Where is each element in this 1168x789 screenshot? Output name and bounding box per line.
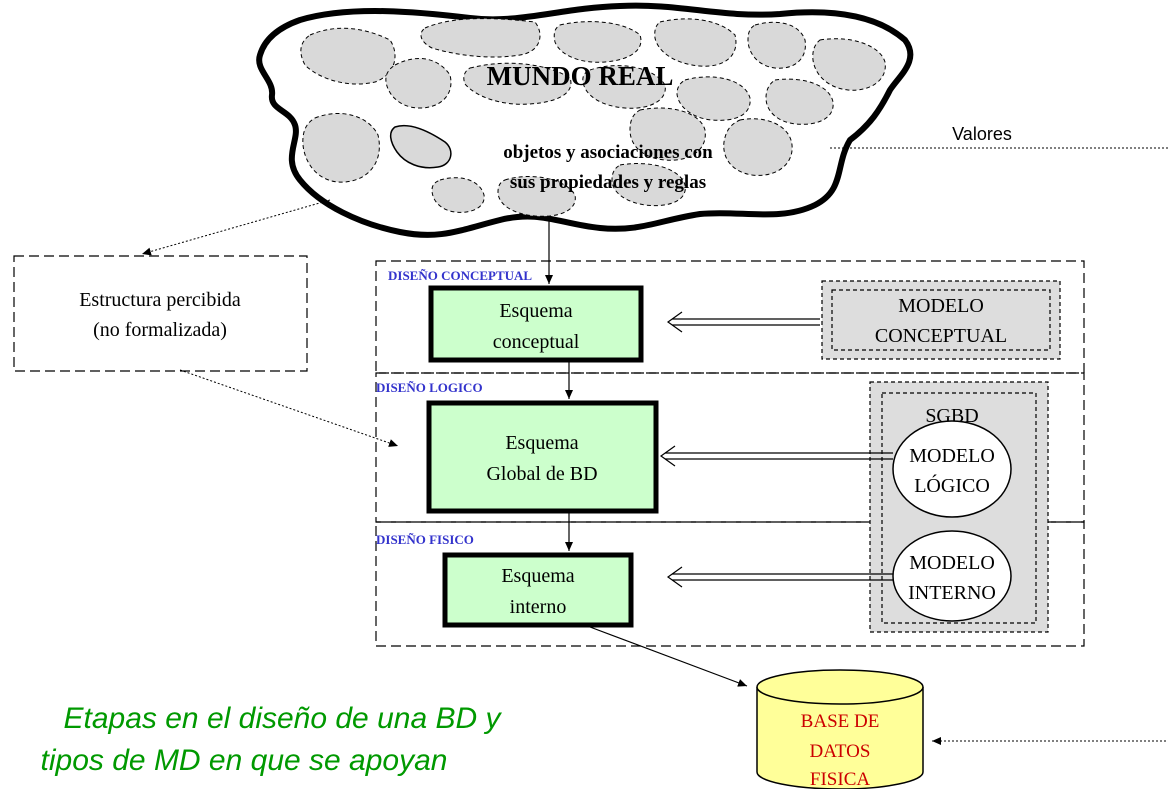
database-line2: DATOS (810, 741, 871, 762)
conceptual-model-outer (821, 280, 1061, 360)
logical-model-line1: MODELO (909, 445, 995, 467)
caption-line2: tipos de MD en que se apoyan (41, 744, 448, 777)
logical-model-to-schema-arrow (659, 445, 893, 467)
database-line3: FISICA (810, 769, 870, 789)
values-label: Valores (952, 124, 1012, 144)
conceptual-schema-line2: conceptual (493, 331, 580, 353)
physical-stage-frame (375, 521, 1085, 647)
internal-model-ellipse (892, 530, 1012, 622)
physical-database-cylinder (756, 669, 924, 789)
conceptual-model-line2: CONCEPTUAL (875, 325, 1007, 347)
internal-model-line1: MODELO (909, 552, 995, 574)
conceptual-model-to-schema-arrow (666, 311, 820, 333)
caption-line1: Etapas en el diseño de una BD y (64, 702, 503, 735)
stage-label-logical: DISEÑO LOGICO (376, 380, 483, 395)
real-world-description-line1: objetos y asociaciones con (503, 142, 713, 163)
conceptual-model-inner (831, 289, 1051, 351)
conceptual-model-line1: MODELO (898, 295, 984, 317)
real-world-description-line2: sus propiedades y reglas (510, 172, 706, 193)
conceptual-schema-line1: Esquema (499, 300, 572, 322)
global-schema-box (426, 400, 659, 514)
perceived-structure-line1: Estructura percibida (79, 289, 241, 311)
global-schema-line2: Global de BD (486, 463, 597, 485)
perceived-structure-box (13, 255, 308, 372)
database-line1: BASE DE (801, 711, 880, 732)
cloud-to-perceived-arrow (141, 199, 331, 256)
internal-model-to-schema-arrow (666, 566, 893, 588)
logical-stage-frame (375, 372, 1085, 523)
internal-model-line2: INTERNO (908, 582, 996, 604)
perceived-structure-line2: (no formalizada) (93, 319, 227, 341)
logical-model-ellipse (892, 420, 1012, 518)
internal-schema-line1: Esquema (501, 565, 574, 587)
global-schema-line1: Esquema (505, 432, 578, 454)
perceived-to-global-arrow (179, 369, 399, 447)
real-world-cloud (256, 2, 914, 238)
real-world-title: MUNDO REAL (487, 61, 674, 91)
internal-schema-box (442, 552, 634, 628)
stage-label-conceptual: DISEÑO CONCEPTUAL (388, 268, 532, 283)
internal-to-database-arrow (589, 626, 748, 687)
logical-model-line2: LÓGICO (914, 473, 990, 497)
conceptual-schema-box (428, 285, 644, 363)
internal-schema-line2: interno (510, 596, 567, 618)
dbms-inner-box (881, 392, 1037, 624)
stage-label-physical: DISEÑO FISICO (376, 532, 474, 547)
